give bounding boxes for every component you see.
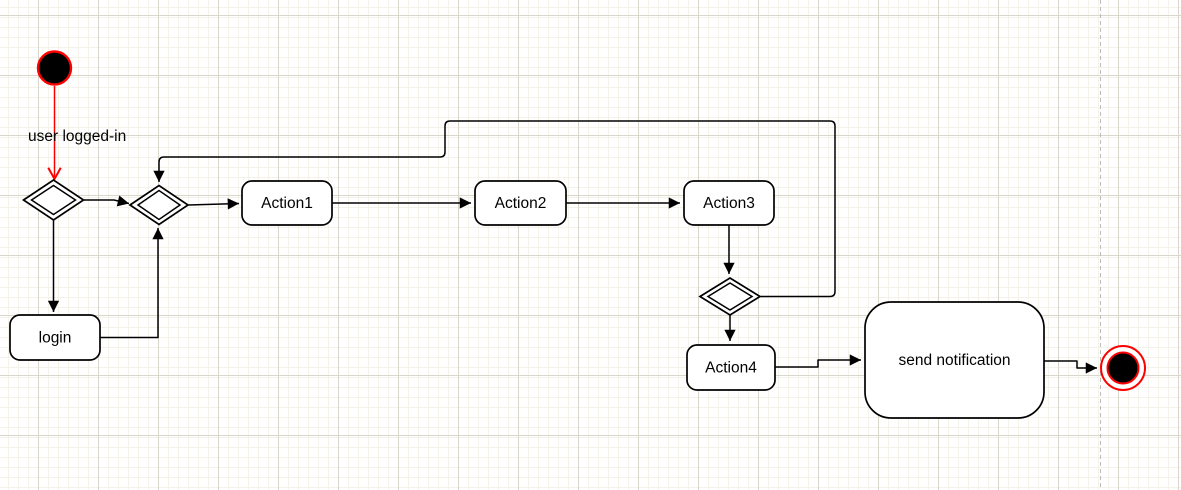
- login-box: [9, 314, 101, 361]
- decision1-outer-diamond: [21, 178, 86, 222]
- merge-outer-diamond: [128, 184, 190, 226]
- send-notification-box: [864, 301, 1045, 419]
- decision1-inner-diamond: [30, 184, 77, 216]
- action4-label: Action4: [705, 360, 757, 377]
- node-send-notification[interactable]: send notification: [864, 301, 1045, 419]
- node-action3[interactable]: Action3: [683, 180, 775, 226]
- action3-label: Action3: [703, 195, 755, 212]
- decision2-inner-diamond: [706, 282, 754, 311]
- send-notification-label: send notification: [898, 352, 1010, 369]
- node-decision2[interactable]: [698, 277, 762, 316]
- edge-decision2-back-to-merge[interactable]: [153, 120, 836, 298]
- action1-label: Action1: [261, 195, 313, 212]
- edge-send-notification-to-final[interactable]: [1044, 360, 1098, 374]
- edge-initial-to-decision1[interactable]: user logged-in: [28, 86, 126, 182]
- node-action4[interactable]: Action4: [686, 344, 776, 391]
- node-decision1[interactable]: [21, 178, 86, 222]
- node-final-state[interactable]: [1100, 345, 1146, 391]
- initial-state-icon: [36, 50, 73, 86]
- final-state-inner-disc: [1106, 351, 1140, 385]
- node-merge-decision[interactable]: [128, 184, 190, 226]
- action3-box: [683, 180, 775, 226]
- edge-merge-to-action1[interactable]: [188, 198, 240, 210]
- action4-box: [686, 344, 776, 391]
- login-label: login: [39, 330, 72, 347]
- action1-box: [241, 180, 333, 226]
- edge-label-user-logged-in: user logged-in: [28, 128, 126, 145]
- decision2-outer-diamond: [698, 277, 762, 316]
- action2-box: [474, 180, 567, 226]
- node-login[interactable]: login: [9, 314, 101, 361]
- node-initial-state[interactable]: [36, 50, 73, 86]
- edge-login-to-merge[interactable]: [100, 228, 164, 339]
- edge-action4-to-send-notification[interactable]: [775, 354, 862, 368]
- node-action1[interactable]: Action1: [241, 180, 333, 226]
- merge-inner-diamond: [136, 189, 182, 221]
- action2-label: Action2: [495, 195, 547, 212]
- edge-decision1-to-merge[interactable]: [84, 195, 130, 207]
- node-action2[interactable]: Action2: [474, 180, 567, 226]
